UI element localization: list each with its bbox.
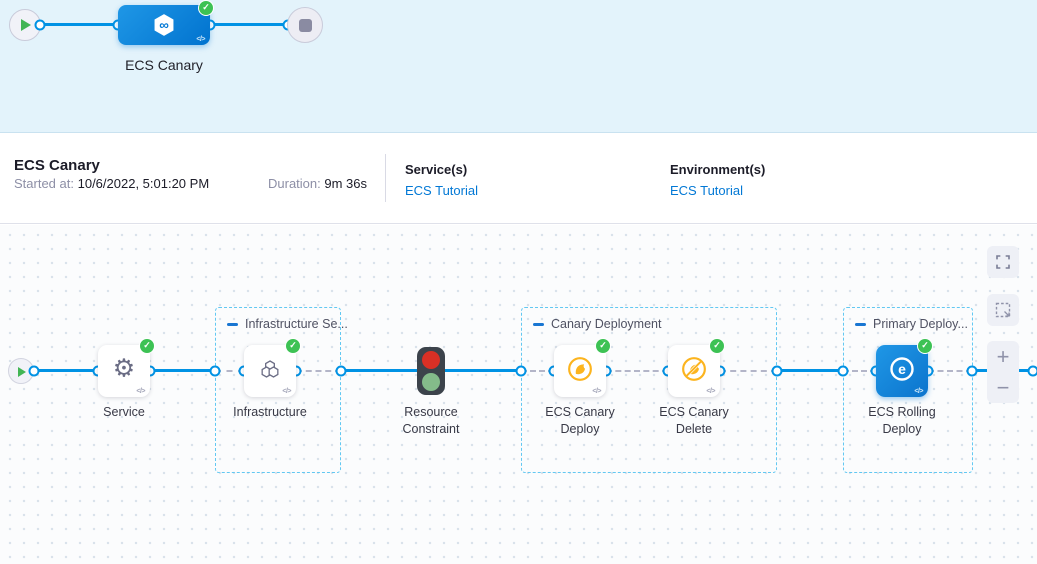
services-link[interactable]: ECS Tutorial: [405, 183, 478, 198]
zoom-controls: + −: [987, 341, 1019, 403]
marquee-select-button[interactable]: [987, 294, 1019, 326]
group-title: Infrastructure Se...: [245, 317, 348, 331]
execution-title: ECS Canary: [14, 157, 100, 174]
edge-line: [211, 23, 288, 26]
execution-summary-bar: ECS Canary Started at: 10/6/2022, 5:01:2…: [0, 134, 1037, 224]
step-label: Resource Constraint: [402, 405, 460, 436]
traffic-light-green-icon: [422, 373, 440, 391]
environments-label: Environment(s): [670, 162, 766, 177]
edge-line: [445, 369, 521, 372]
edge-line-dashed: [720, 370, 777, 372]
stage-graph-panel: ∞ </> ✓ ECS Canary: [0, 0, 1037, 133]
execution-graph-canvas[interactable]: Infrastructure Se... Canary Deployment P…: [0, 225, 1037, 564]
code-icon: </>: [282, 388, 291, 395]
collapse-group-icon[interactable]: [533, 322, 544, 326]
edge-line-dashed: [215, 370, 244, 372]
step-node-ecs-canary-delete[interactable]: </>: [668, 345, 720, 397]
canary-crossed-icon: [682, 356, 706, 381]
fullscreen-button[interactable]: [987, 246, 1019, 278]
group-title: Primary Deploy...: [873, 317, 968, 331]
step-node-resource-constraint[interactable]: [417, 347, 445, 395]
divider: [385, 154, 386, 202]
play-icon: [21, 19, 31, 31]
step-label: ECS Canary Delete: [659, 405, 729, 436]
collapse-group-icon[interactable]: [855, 322, 866, 326]
started-at: Started at: 10/6/2022, 5:01:20 PM: [14, 176, 209, 191]
step-label: Infrastructure: [233, 405, 307, 419]
edge-line: [777, 369, 843, 372]
port-dot: [515, 365, 527, 377]
deployment-hexagon-icon: ∞: [154, 14, 174, 36]
svg-text:∞: ∞: [159, 18, 169, 33]
success-badge-icon: ✓: [709, 338, 725, 354]
edge-line: [41, 23, 118, 26]
step-label: ECS Canary Deploy: [545, 405, 615, 436]
traffic-light-red-icon: [422, 351, 440, 369]
port-dot: [1027, 365, 1037, 377]
port-dot: [771, 365, 783, 377]
stop-icon: [298, 18, 312, 32]
step-node-ecs-rolling-deploy[interactable]: e </>: [876, 345, 928, 397]
code-icon: </>: [136, 388, 145, 395]
fullscreen-icon: [996, 255, 1010, 269]
port-dot: [34, 19, 46, 31]
success-badge-icon: ✓: [139, 338, 155, 354]
play-icon: [18, 367, 26, 377]
duration-label: Duration:: [268, 176, 321, 191]
duration-value: 9m 36s: [324, 176, 368, 191]
collapse-group-icon[interactable]: [227, 322, 238, 326]
edge-line-dashed: [606, 370, 668, 372]
edge-line-dashed: [296, 370, 341, 372]
gear-icon: ⚙: [112, 354, 136, 383]
edge-line: [34, 369, 98, 372]
step-group-canary-deployment: Canary Deployment: [521, 307, 777, 473]
port-dot: [837, 365, 849, 377]
group-title: Canary Deployment: [551, 317, 662, 331]
success-badge-icon: ✓: [917, 338, 933, 354]
environments-link[interactable]: ECS Tutorial: [670, 183, 743, 198]
ecs-icon: e: [890, 357, 914, 381]
edge-line-dashed: [521, 370, 554, 372]
success-badge-icon: ✓: [595, 338, 611, 354]
edge-line-dashed: [928, 370, 972, 372]
port-dot: [209, 365, 221, 377]
svg-text:e: e: [898, 361, 906, 377]
success-badge-icon: ✓: [285, 338, 301, 354]
stage-node-ecs-canary[interactable]: ∞ </>: [118, 5, 210, 45]
step-node-service[interactable]: ⚙ </>: [98, 345, 150, 397]
step-node-ecs-canary-deploy[interactable]: </>: [554, 345, 606, 397]
marquee-select-icon: [995, 302, 1011, 318]
zoom-in-button[interactable]: +: [996, 343, 1010, 369]
success-badge-icon: ✓: [198, 0, 214, 16]
duration: Duration: 9m 36s: [268, 176, 367, 191]
code-icon: </>: [706, 388, 715, 395]
code-icon: </>: [592, 388, 601, 395]
step-group-infrastructure: Infrastructure Se...: [215, 307, 348, 473]
zoom-out-button[interactable]: −: [996, 374, 1010, 400]
edge-line-dashed: [843, 370, 876, 372]
canary-icon: [568, 356, 592, 381]
port-dot: [335, 365, 347, 377]
started-at-value: 10/6/2022, 5:01:20 PM: [77, 176, 210, 191]
services-label: Service(s): [405, 162, 468, 177]
step-label: Service: [103, 405, 145, 419]
step-group-primary-deployment: Primary Deploy...: [843, 307, 973, 473]
hexagons-icon: [261, 360, 279, 378]
port-dot: [28, 365, 40, 377]
port-dot: [966, 365, 978, 377]
stage-label: ECS Canary: [125, 57, 203, 73]
started-at-label: Started at:: [14, 176, 74, 191]
step-node-infrastructure[interactable]: </>: [244, 345, 296, 397]
edge-line: [341, 369, 418, 372]
step-label: ECS Rolling Deploy: [868, 405, 936, 436]
code-icon: </>: [914, 388, 923, 395]
pipeline-end-node[interactable]: [287, 7, 323, 43]
code-icon: </>: [196, 36, 205, 43]
edge-line: [150, 369, 215, 372]
